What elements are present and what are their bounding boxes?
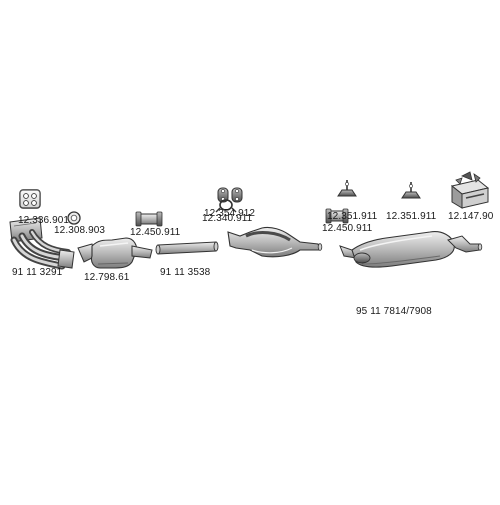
part-number-hanger-left: 12.351.911	[327, 211, 378, 222]
part-number-rear-clamp: 12.450.911	[322, 223, 373, 234]
intermediate-pipe-icon	[155, 241, 219, 255]
part-number-intermediate-pipe: 91 11 3538	[160, 267, 211, 278]
ring-gasket-icon	[67, 211, 81, 225]
center-silencer-icon	[227, 226, 323, 258]
part-number-ring-gasket: 12.308.903	[54, 225, 106, 236]
hanger-left-icon	[337, 180, 357, 197]
rubber-mount-pair-icon	[217, 187, 243, 203]
hanger-right-icon	[401, 182, 421, 199]
rear-clamp-icon	[325, 208, 349, 224]
part-number-rubber-mount-pair: 12.354.912	[204, 208, 256, 219]
catalytic-converter-icon	[77, 237, 153, 269]
part-number-front-pipe: 91 11 3291	[12, 267, 63, 278]
manifold-gasket-icon	[19, 189, 41, 209]
mounting-kit-box-icon	[450, 171, 490, 209]
part-number-hanger-right: 12.351.911	[386, 211, 437, 222]
rear-silencer-icon	[339, 231, 483, 268]
part-number-manifold-gasket: 12.336.901	[18, 215, 70, 226]
part-number-catalytic-converter: 12.798.61	[84, 272, 130, 283]
front-pipe-icon	[9, 217, 75, 270]
part-number-mounting-kit: 12.147.90	[448, 211, 494, 222]
pipe-clip-icon	[215, 199, 237, 213]
part-number-pipe-clip: 12.340.911	[202, 213, 253, 224]
part-number-front-clamp: 12.450.911	[130, 227, 181, 238]
part-number-rear-silencer: 95 11 7814/7908	[356, 306, 432, 317]
front-clamp-icon	[135, 211, 163, 227]
